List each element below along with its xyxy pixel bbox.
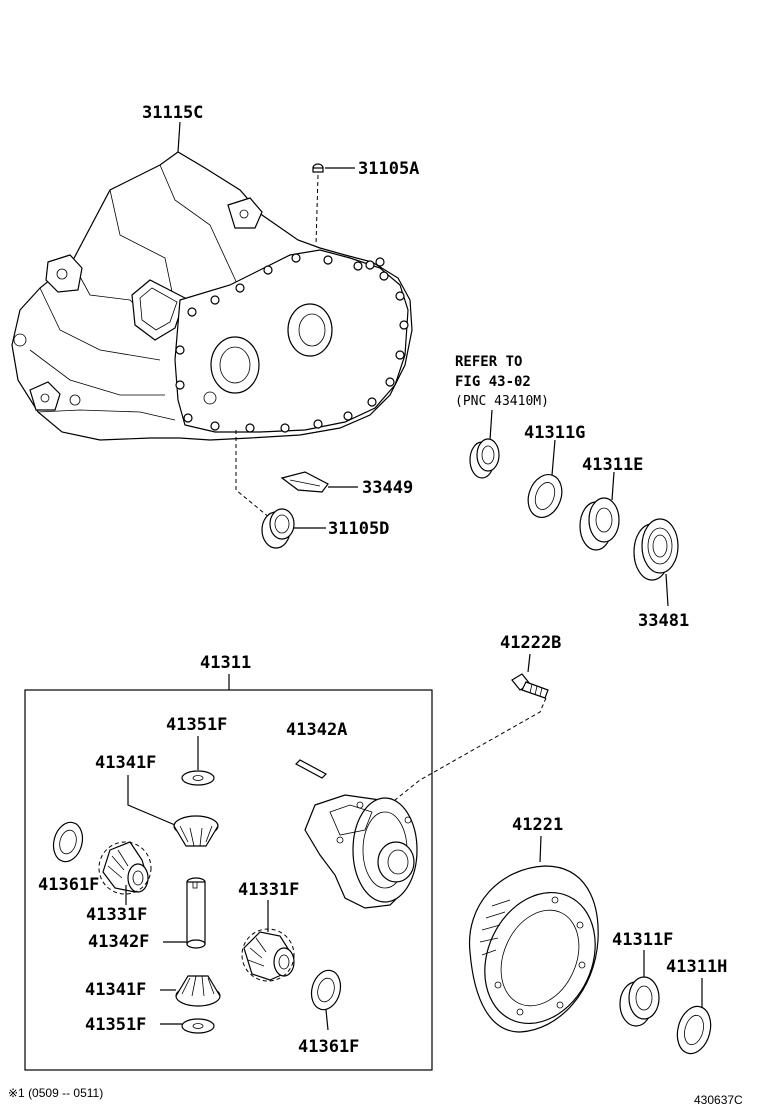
gear-41341F-top — [173, 815, 219, 847]
label-41311G: 41311G — [524, 423, 585, 443]
washer-41311H — [676, 1005, 712, 1055]
seal-31105D — [261, 508, 295, 549]
plug-31105A — [312, 163, 324, 173]
gear-41341F-bottom — [175, 975, 221, 1007]
label-41311: 41311 — [200, 653, 251, 673]
label-41221: 41221 — [512, 815, 563, 835]
washer-41361F-left — [52, 821, 84, 863]
label-41361F-left: 41361F — [38, 875, 99, 895]
label-41311F: 41311F — [612, 930, 673, 950]
gear-41331F-right — [241, 928, 295, 982]
transaxle-housing — [11, 151, 413, 441]
footer-note: ※1 (0509 -- 0511) — [8, 1086, 103, 1100]
refer-line-1: REFER TO — [455, 354, 522, 370]
bearing-refer — [469, 438, 500, 479]
bolt-41222B — [511, 673, 549, 699]
refer-line-3: (PNC 43410M) — [455, 394, 549, 409]
ring-gear-41221 — [468, 865, 599, 1033]
diagram-code: 430637C — [694, 1093, 743, 1107]
differential-assembly-box — [24, 689, 433, 1071]
pin-41342A — [295, 759, 327, 779]
label-41351F-bottom: 41351F — [85, 1015, 146, 1035]
plate-33449 — [280, 471, 329, 493]
gear-41331F-left — [98, 841, 152, 895]
label-31105D: 31105D — [328, 519, 389, 539]
washer-41361F-bottom — [310, 969, 342, 1011]
shaft-41342F — [186, 877, 206, 949]
washer-41311G — [527, 474, 563, 518]
label-41351F-top: 41351F — [166, 715, 227, 735]
differential-case — [304, 794, 418, 909]
bearing-41311F — [619, 976, 660, 1027]
label-41342A: 41342A — [286, 720, 347, 740]
label-33481: 33481 — [638, 611, 689, 631]
label-41331F-left: 41331F — [86, 905, 147, 925]
label-41331F-right: 41331F — [238, 880, 299, 900]
label-41311E: 41311E — [582, 455, 643, 475]
label-41311H: 41311H — [666, 957, 727, 977]
label-41222B: 41222B — [500, 633, 561, 653]
bearing-41311E — [579, 497, 620, 551]
label-31115C: 31115C — [142, 103, 203, 123]
label-33449: 33449 — [362, 478, 413, 498]
label-41361F-bottom: 41361F — [298, 1037, 359, 1057]
washer-41351F-bottom — [181, 1018, 215, 1034]
label-41341F-bottom: 41341F — [85, 980, 146, 1000]
label-31105A: 31105A — [358, 159, 419, 179]
label-41342F: 41342F — [88, 932, 149, 952]
washer-41351F-top — [181, 770, 215, 786]
refer-line-2: FIG 43-02 — [455, 374, 531, 390]
label-41341F-top: 41341F — [95, 753, 156, 773]
seal-33481 — [633, 518, 679, 581]
